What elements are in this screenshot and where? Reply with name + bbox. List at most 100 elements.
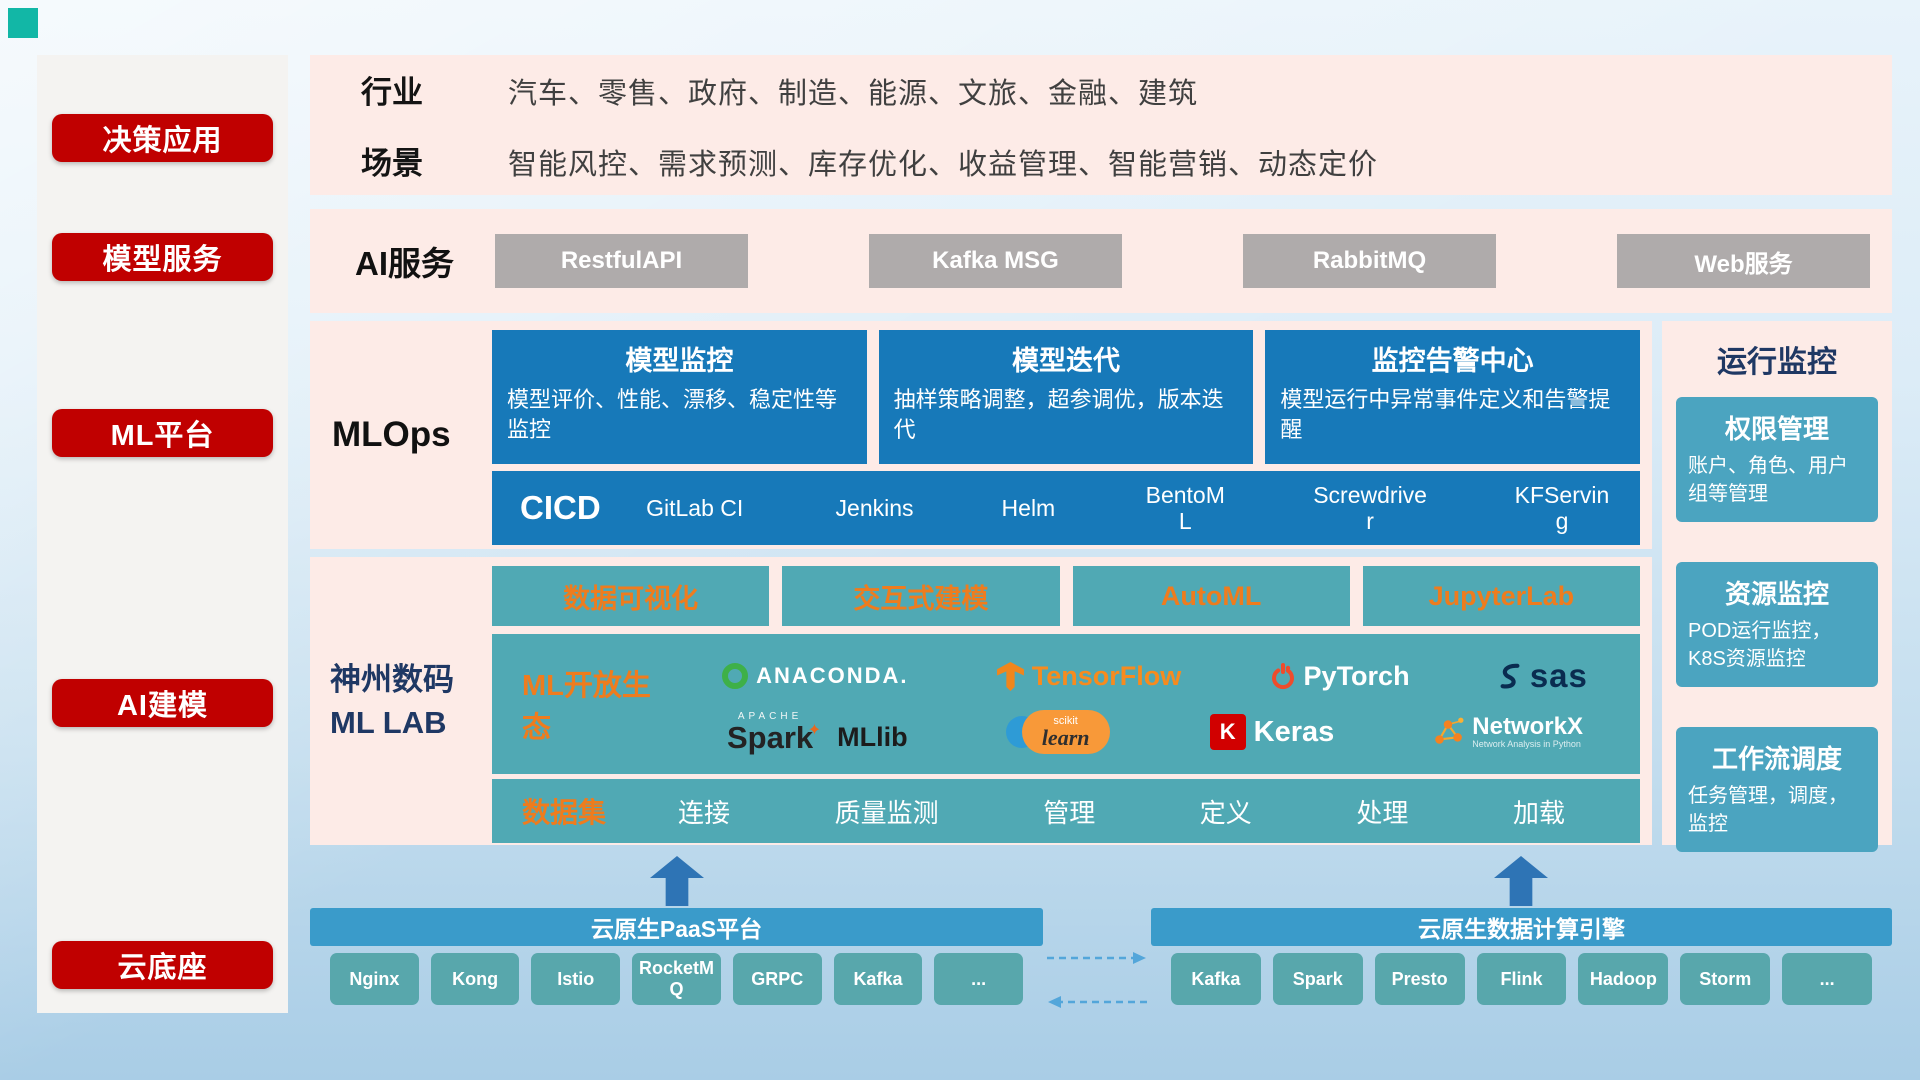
pytorch-wordmark: PyTorch xyxy=(1303,660,1410,691)
apache-caption: APACHE xyxy=(737,711,803,722)
tool-chip-jupyterlab: JupyterLab xyxy=(1362,566,1640,626)
compute-chip-more: ... xyxy=(1782,953,1873,1005)
model-iteration-card: 模型迭代 抽样策略调整，超参调优，版本迭代 xyxy=(878,330,1254,464)
card-desc: 抽样策略调整，超参调优，版本迭代 xyxy=(893,387,1224,442)
logo-spark: APACHE Spark ✦ xyxy=(727,711,821,755)
up-arrow-icon-right xyxy=(1494,856,1548,906)
cicd-label: CICD xyxy=(520,489,601,526)
mllab-label-line2: ML LAB xyxy=(330,705,447,740)
card-desc: 任务管理，调度，监控 xyxy=(1688,785,1848,835)
sidebar-item-ai-modeling: AI建模 xyxy=(52,679,273,727)
scenario-label: 场景 xyxy=(361,146,423,181)
dataset-row: 数据集 连接 质量监测 管理 定义 处理 加载 xyxy=(492,779,1640,843)
industry-list: 汽车、零售、政府、制造、能源、文旅、金融、建筑 xyxy=(508,78,1199,110)
model-monitor-card: 模型监控 模型评价、性能、漂移、稳定性等监控 xyxy=(492,330,867,464)
paas-chip-nginx: Nginx xyxy=(330,953,419,1005)
mlops-panel: MLOps 模型监控 模型评价、性能、漂移、稳定性等监控 模型迭代 抽样策略调整… xyxy=(310,321,1652,549)
ai-service-label: AI服务 xyxy=(355,245,454,282)
compute-chip-hadoop: Hadoop xyxy=(1578,953,1669,1005)
ai-service-panel: AI服务 RestfulAPI Kafka MSG RabbitMQ Web服务 xyxy=(310,209,1892,313)
tool-chip-data-viz: 数据可视化 xyxy=(492,566,770,626)
api-chip-rabbitmq: RabbitMQ xyxy=(1243,234,1496,288)
card-title: 资源监控 xyxy=(1724,579,1829,609)
ops-monitoring-cards: 权限管理 账户、角色、用户组等管理 资源监控 POD运行监控，K8S资源监控 工… xyxy=(1676,397,1878,852)
paas-chip-kafka: Kafka xyxy=(833,953,923,1005)
dataset-item-process: 处理 xyxy=(1356,797,1409,828)
dataset-item-load: 加载 xyxy=(1512,797,1565,828)
compute-chips: Kafka Spark Presto Flink Hadoop Storm ..… xyxy=(1151,953,1892,1005)
networkx-subtitle: Network Analysis in Python xyxy=(1472,739,1581,750)
mllab-content: 数据可视化 交互式建模 AutoML JupyterLab ML开放生态 ANA… xyxy=(492,566,1640,843)
dataset-item-quality: 质量监测 xyxy=(834,797,939,828)
api-chip-web-service: Web服务 xyxy=(1617,234,1870,288)
card-desc: 账户、角色、用户组等管理 xyxy=(1688,455,1848,505)
sidebar-item-decision-apps: 决策应用 xyxy=(52,114,273,162)
sklearn-wordmark: learn xyxy=(1041,724,1090,750)
cicd-item-kfserving: KFServing xyxy=(1514,481,1610,534)
compute-chip-storm: Storm xyxy=(1680,953,1771,1005)
mlops-content: 模型监控 模型评价、性能、漂移、稳定性等监控 模型迭代 抽样策略调整，超参调优，… xyxy=(492,330,1641,545)
scenario-list: 智能风控、需求预测、库存优化、收益管理、智能营销、动态定价 xyxy=(508,149,1379,181)
card-desc: 模型运行中异常事件定义和告警提醒 xyxy=(1280,387,1611,442)
ecosystem-logo-row: ANACONDA. TensorFlow xyxy=(678,648,1632,704)
up-arrow-icon-left xyxy=(650,856,704,906)
dataset-items: 连接 质量监测 管理 定义 处理 加载 xyxy=(678,793,1640,830)
sidebar-item-ml-platform: ML平台 xyxy=(52,409,273,457)
logo-keras: K Keras xyxy=(1209,714,1334,750)
card-title: 工作流调度 xyxy=(1711,744,1842,774)
sklearn-scikit-caption: scikit xyxy=(1053,714,1078,727)
industry-label: 行业 xyxy=(361,75,423,110)
alert-center-card: 监控告警中心 模型运行中异常事件定义和告警提醒 xyxy=(1265,330,1641,464)
spark-star-icon: ✦ xyxy=(807,722,822,739)
dataset-item-define: 定义 xyxy=(1199,797,1252,828)
dataset-item-connect: 连接 xyxy=(678,797,731,828)
tool-chip-interactive-modeling: 交互式建模 xyxy=(782,566,1060,626)
paas-chip-rocketmq: RocketMQ xyxy=(632,953,721,1005)
ops-monitoring-panel: 运行监控 权限管理 账户、角色、用户组等管理 资源监控 POD运行监控，K8S资… xyxy=(1662,321,1892,852)
compute-chip-kafka: Kafka xyxy=(1171,953,1261,1005)
data-flow-arrows-icon xyxy=(1047,952,1147,1008)
paas-bar-title: 云原生PaaS平台 xyxy=(310,908,1043,946)
logo-sklearn: scikit learn xyxy=(1005,708,1112,756)
ecosystem-logo-row: APACHE Spark ✦ MLlib scikit learn xyxy=(678,704,1632,760)
card-title: 模型迭代 xyxy=(1012,346,1120,376)
logo-networkx: NetworkX Network Analysis in Python xyxy=(1432,713,1583,750)
workflow-scheduler-card: 工作流调度 任务管理，调度，监控 xyxy=(1676,727,1878,852)
sidebar-item-model-service: 模型服务 xyxy=(52,233,273,281)
cicd-bar: CICD GitLab CI Jenkins Helm BentoML Scre… xyxy=(492,471,1640,545)
logo-spark-mllib: APACHE Spark ✦ MLlib xyxy=(727,711,908,753)
mllab-label: 神州数码 ML LAB xyxy=(330,557,490,845)
logo-tensorflow: TensorFlow xyxy=(996,661,1181,692)
paas-chips: Nginx Kong Istio RocketMQ GRPC Kafka ... xyxy=(310,953,1043,1005)
industry-scenario-panel: 行业 汽车、零售、政府、制造、能源、文旅、金融、建筑 场景 智能风控、需求预测、… xyxy=(310,55,1892,195)
cicd-item-screwdriver: Screwdriver xyxy=(1313,481,1427,534)
paas-chip-more: ... xyxy=(934,953,1024,1005)
paas-chip-grpc: GRPC xyxy=(732,953,822,1005)
industry-row: 行业 汽车、零售、政府、制造、能源、文旅、金融、建筑 xyxy=(361,67,1892,112)
compute-chip-spark: Spark xyxy=(1272,953,1363,1005)
ops-monitoring-title: 运行监控 xyxy=(1717,346,1837,379)
tensorflow-icon xyxy=(996,661,1024,691)
corner-accent xyxy=(8,8,38,38)
logo-anaconda: ANACONDA. xyxy=(722,663,908,689)
api-chip-restfulapi: RestfulAPI xyxy=(495,234,748,288)
networkx-graph-icon xyxy=(1435,717,1464,744)
paas-chip-istio: Istio xyxy=(531,953,621,1005)
card-desc: 模型评价、性能、漂移、稳定性等监控 xyxy=(507,387,838,442)
ai-service-buttons: RestfulAPI Kafka MSG RabbitMQ Web服务 xyxy=(495,234,1870,288)
spark-wordmark: Spark xyxy=(727,720,814,755)
pytorch-flame-icon xyxy=(1271,663,1294,690)
card-title: 监控告警中心 xyxy=(1371,346,1534,376)
permission-mgmt-card: 权限管理 账户、角色、用户组等管理 xyxy=(1676,397,1878,522)
cicd-item-jenkins: Jenkins xyxy=(835,494,914,521)
paas-chip-kong: Kong xyxy=(430,953,520,1005)
mlops-cards: 模型监控 模型评价、性能、漂移、稳定性等监控 模型迭代 抽样策略调整，超参调优，… xyxy=(492,330,1641,464)
anaconda-ring-icon xyxy=(722,663,749,689)
mllab-tools-row: 数据可视化 交互式建模 AutoML JupyterLab xyxy=(492,566,1640,626)
anaconda-wordmark: ANACONDA. xyxy=(756,663,909,688)
logo-pytorch: PyTorch xyxy=(1270,661,1410,692)
sidebar-item-cloud-base: 云底座 xyxy=(52,941,273,989)
scenario-row: 场景 智能风控、需求预测、库存优化、收益管理、智能营销、动态定价 xyxy=(361,138,1892,183)
mllab-panel: 神州数码 ML LAB 数据可视化 交互式建模 AutoML JupyterLa… xyxy=(310,557,1652,845)
cicd-item-bentoml: BentoML xyxy=(1145,481,1225,534)
